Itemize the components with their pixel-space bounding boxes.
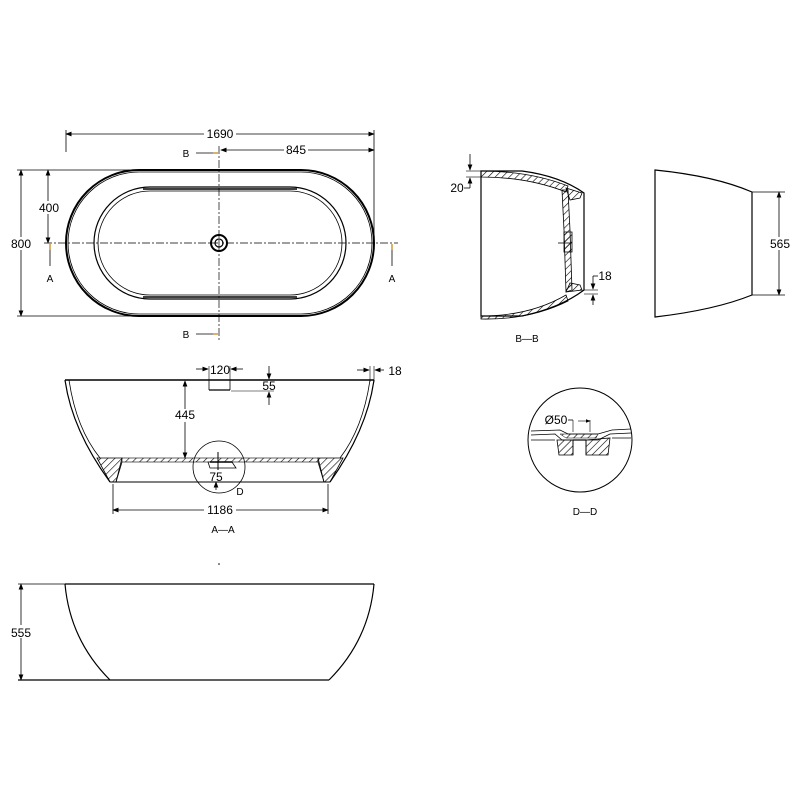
section-a-label-left: A	[47, 274, 54, 285]
dim-overflow-width: 120	[210, 363, 230, 377]
detail-d-callout	[192, 440, 246, 494]
dim-wall-thickness: 18	[388, 364, 402, 378]
dim-drain-offset: 75	[209, 470, 223, 484]
dim-end-height: 565	[770, 237, 790, 251]
detail-d-view: Ø50 D—D	[527, 387, 633, 518]
dim-side-height: 555	[11, 626, 31, 640]
detail-d-label: D	[236, 487, 243, 498]
section-b-title: B—B	[515, 334, 539, 345]
section-a-title: A—A	[211, 525, 235, 536]
dim-overall-width: 800	[11, 237, 31, 251]
side-view: 555	[9, 563, 375, 681]
dim-overflow-height: 55	[262, 379, 276, 393]
section-b-label-bottom: B	[183, 330, 190, 341]
dim-base-thickness: 18	[598, 269, 612, 283]
section-b-view: 20 18 B—B	[450, 154, 612, 345]
section-b-label-top: B	[183, 149, 190, 160]
section-a-view: 120 55 18 445 D 75 1186 A—A	[64, 363, 402, 536]
plan-view: 1690 845 800 400 B B A A	[8, 127, 398, 341]
end-view: 565	[654, 169, 793, 318]
dim-overall-length: 1690	[207, 127, 234, 141]
dim-base-length: 1186	[207, 503, 233, 517]
section-a-label-right: A	[389, 274, 396, 285]
detail-d-title: D—D	[573, 507, 597, 518]
dim-rim-thickness: 20	[450, 181, 464, 195]
dim-depth: 445	[175, 408, 195, 422]
dim-drain-diameter: Ø50	[545, 413, 568, 427]
dim-half-length: 845	[286, 143, 306, 157]
dim-half-width: 400	[39, 201, 59, 215]
